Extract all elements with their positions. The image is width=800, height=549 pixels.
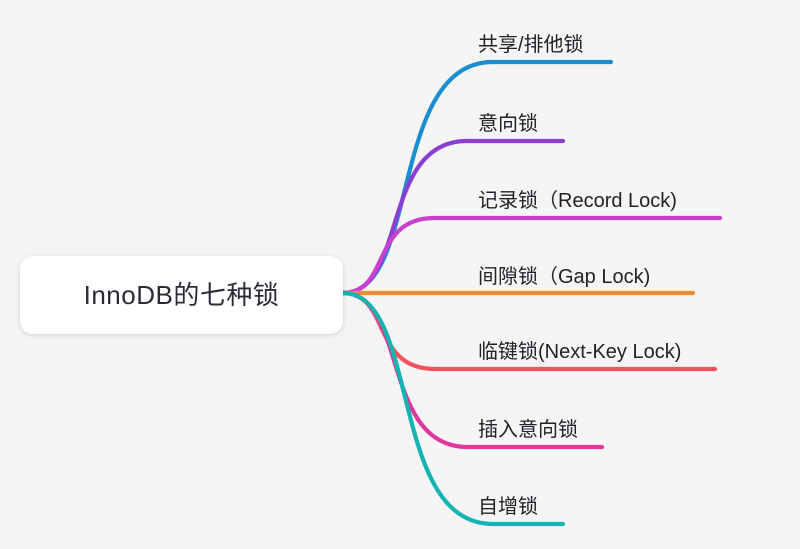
branch-label-record-lock[interactable]: 记录锁（Record Lock) [478,190,677,212]
branch-label-shared-exclusive-lock[interactable]: 共享/排他锁 [478,34,584,56]
branch-curve-auto-increment-lock[interactable] [340,290,566,527]
root-node[interactable]: InnoDB的七种锁 [20,256,343,334]
branch-label-gap-lock[interactable]: 间隙锁（Gap Lock) [478,266,651,288]
branch-label-intention-lock[interactable]: 意向锁 [478,113,538,135]
branch-curve-record-lock[interactable] [340,215,723,296]
branch-label-next-key-lock[interactable]: 临键锁(Next-Key Lock) [478,341,682,363]
branch-label-insert-intention-lock[interactable]: 插入意向锁 [478,419,578,441]
root-node-label: InnoDB的七种锁 [83,280,280,310]
branch-label-auto-increment-lock[interactable]: 自增锁 [478,496,538,518]
